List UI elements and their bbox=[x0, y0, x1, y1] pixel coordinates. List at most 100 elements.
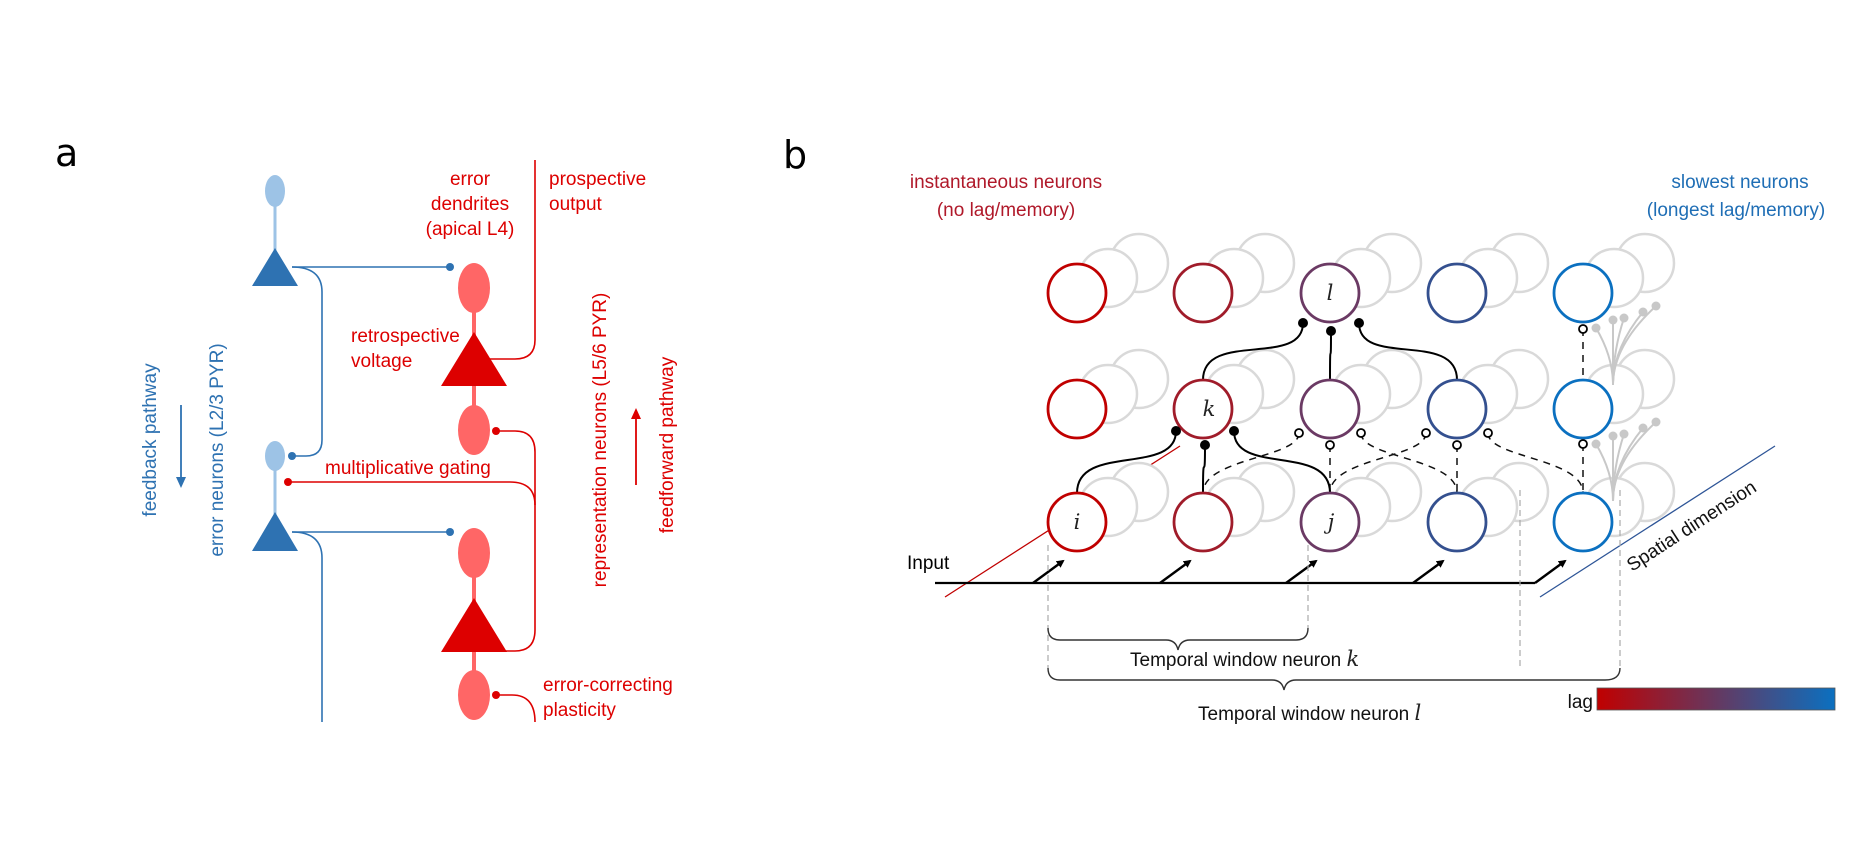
lag-label: lag bbox=[1568, 692, 1593, 713]
ghost-dendrites bbox=[1591, 301, 1661, 502]
ghost-dendrite bbox=[1612, 305, 1657, 386]
dashed-connection bbox=[1487, 432, 1584, 494]
error-dendrite-icon bbox=[265, 175, 285, 207]
input-arrow-icon bbox=[1032, 559, 1065, 584]
panel-a: a bbox=[55, 131, 678, 723]
lag-colorbar bbox=[1596, 687, 1836, 711]
excitatory-synapse-dot bbox=[1326, 326, 1336, 336]
input-arrows bbox=[1032, 559, 1567, 584]
neuron-r3-c1 bbox=[1046, 491, 1108, 553]
dashed-connections bbox=[1202, 329, 1584, 494]
feedback-pathway-label: feedback pathway bbox=[140, 363, 161, 517]
temporal-window-l-text: Temporal window neuron bbox=[1198, 704, 1409, 725]
error-neurons-label: error neurons (L2/3 PYR) bbox=[207, 343, 228, 556]
neuron-r2-c4 bbox=[1426, 378, 1488, 440]
pyramidal-soma-icon bbox=[441, 598, 507, 652]
retrospective-voltage-label-1: retrospective bbox=[351, 326, 460, 347]
temporal-window-l-var: l bbox=[1415, 701, 1422, 725]
ghost-synapse-dot bbox=[1619, 429, 1629, 439]
synapse-dot bbox=[446, 263, 454, 271]
neuron-r3-c3 bbox=[1299, 491, 1361, 553]
input-arrow-icon bbox=[1534, 559, 1567, 584]
solid-connection bbox=[1358, 322, 1458, 381]
representation-neuron-1 bbox=[441, 263, 507, 455]
neuron-label-i: i bbox=[1074, 510, 1081, 534]
plasticity-line bbox=[496, 694, 536, 723]
open-synapse-dot bbox=[1483, 428, 1493, 438]
error-dendrites-label-1: error bbox=[450, 169, 491, 190]
open-synapse-dot bbox=[1294, 428, 1304, 438]
neuron-r2-c3 bbox=[1299, 378, 1361, 440]
pyramidal-soma-icon bbox=[441, 332, 507, 386]
temporal-window-l-label: Temporal window neuron l bbox=[1198, 701, 1421, 725]
ghost-synapse-dot bbox=[1608, 315, 1618, 325]
ghost-synapse-dot bbox=[1651, 417, 1661, 427]
error-dendrites-label-3: (apical L4) bbox=[426, 219, 515, 240]
ghost-synapse-dot bbox=[1619, 313, 1629, 323]
panel-b: b instantaneous neurons (no lag/memory) … bbox=[783, 133, 1836, 725]
excitatory-synapse-dot bbox=[1298, 318, 1308, 328]
prospective-output-label-1: prospective bbox=[549, 169, 646, 190]
ghost-synapse-dot bbox=[1608, 431, 1618, 441]
neuron-r3-c4 bbox=[1426, 491, 1488, 553]
retrospective-voltage-label-2: voltage bbox=[351, 351, 412, 372]
neuron-r3-c2 bbox=[1172, 491, 1234, 553]
solid-connection bbox=[1076, 430, 1177, 494]
error-dendrites-label-2: dendrites bbox=[431, 194, 509, 215]
excitatory-synapse-dot bbox=[1171, 426, 1181, 436]
ghost-dendrite bbox=[1612, 421, 1657, 502]
temporal-window-l-brace bbox=[1047, 667, 1621, 691]
input-label: Input bbox=[907, 553, 950, 574]
synapse-dot bbox=[288, 452, 296, 460]
slowest-neurons-title: slowest neurons bbox=[1671, 172, 1808, 193]
feedforward-arrowhead-icon bbox=[631, 408, 641, 419]
solid-connections bbox=[1076, 322, 1458, 494]
error-correcting-plasticity-label-1: error-correcting bbox=[543, 675, 673, 696]
neuron-r3-c5 bbox=[1552, 491, 1614, 553]
instantaneous-neurons-title: instantaneous neurons bbox=[910, 172, 1102, 193]
input-arrow-icon bbox=[1412, 559, 1445, 584]
panel-b-label: b bbox=[783, 133, 807, 177]
ghost-synapse-dot bbox=[1591, 439, 1601, 449]
neuron-grid bbox=[1046, 262, 1614, 553]
neuron-label-l: l bbox=[1327, 281, 1334, 305]
neuron-r1-c2 bbox=[1172, 262, 1234, 324]
pyramidal-soma-icon bbox=[252, 512, 298, 551]
error-correcting-plasticity-label-2: plasticity bbox=[543, 700, 616, 721]
error-neuron-1 bbox=[252, 175, 298, 286]
representation-neuron-wiring bbox=[288, 160, 536, 723]
open-synapse-dot bbox=[1578, 439, 1588, 449]
open-synapse-dot bbox=[1452, 440, 1462, 450]
recurrent-connection bbox=[495, 430, 536, 652]
basal-dendrite-icon bbox=[458, 405, 490, 455]
panel-a-red-labels: error dendrites (apical L4) prospective … bbox=[325, 169, 678, 721]
excitatory-synapse-dot bbox=[1200, 440, 1210, 450]
feedback-connection-1 bbox=[291, 266, 323, 457]
panel-a-blue-labels: feedback pathway error neurons (L2/3 PYR… bbox=[140, 343, 228, 556]
representation-neurons-label: representation neurons (L5/6 PYR) bbox=[590, 293, 611, 588]
excitatory-synapse-dot bbox=[1354, 318, 1364, 328]
synapse-dot bbox=[284, 478, 292, 486]
ghost-synapse-dot bbox=[1638, 423, 1648, 433]
instantaneous-neurons-subtitle: (no lag/memory) bbox=[937, 200, 1075, 221]
synapse-dot bbox=[492, 427, 500, 435]
synapses bbox=[1171, 318, 1588, 450]
synapse-dot bbox=[492, 691, 500, 699]
neuron-r1-c1 bbox=[1046, 262, 1108, 324]
open-synapse-dot bbox=[1421, 428, 1431, 438]
solid-connection bbox=[1233, 430, 1331, 494]
neuron-label-j: j bbox=[1324, 510, 1335, 534]
feedforward-pathway-label: feedforward pathway bbox=[657, 356, 678, 533]
multiplicative-gating-line bbox=[288, 481, 536, 506]
prospective-output-line bbox=[490, 160, 536, 360]
synapse-dot bbox=[446, 528, 454, 536]
error-dendrite-icon bbox=[458, 263, 490, 313]
ghost-synapse-dot bbox=[1591, 323, 1601, 333]
feedback-arrowhead-icon bbox=[176, 477, 186, 488]
dashed-connection bbox=[1329, 432, 1427, 494]
ghost-synapse-dot bbox=[1638, 307, 1648, 317]
error-dendrite-icon bbox=[265, 441, 285, 471]
feedback-connection-2 bbox=[291, 531, 323, 722]
temporal-window-k-text: Temporal window neuron bbox=[1130, 650, 1341, 671]
